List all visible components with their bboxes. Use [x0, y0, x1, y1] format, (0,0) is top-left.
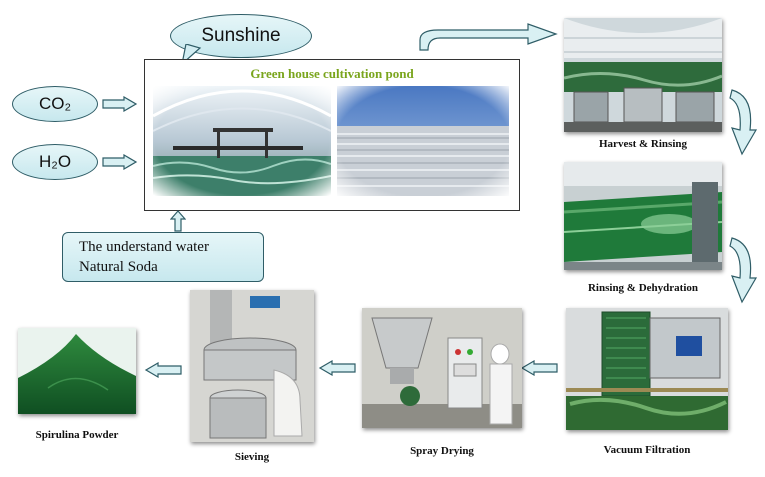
sieving-to-powder-arrow — [144, 362, 182, 378]
greenhouse-interior-photo — [153, 86, 331, 196]
water-label: The understand water — [79, 239, 209, 255]
co2-label: CO₂ — [38, 94, 72, 113]
harvest-to-rinsing-arrow — [729, 89, 758, 156]
co2-arrow — [102, 96, 138, 112]
water-up-arrow — [170, 210, 186, 232]
rinsing-caption: Rinsing & Dehydration — [587, 282, 699, 294]
rinsing-dehydration-photo — [564, 162, 722, 270]
h2o-label: H₂O — [38, 152, 72, 171]
vacuum-filtration-photo — [566, 308, 728, 430]
sieving-photo — [190, 290, 314, 442]
sunshine-label: Sunshine — [201, 25, 281, 46]
powder-caption: Spirulina Powder — [35, 429, 119, 441]
pond-to-harvest-arrow — [419, 23, 558, 51]
greenhouse-exterior-photo — [337, 86, 509, 196]
co2-bubble: CO₂ — [12, 86, 98, 122]
h2o-bubble: H₂O — [12, 144, 98, 180]
spray-drying-photo — [362, 308, 522, 428]
spray-to-sieving-arrow — [318, 360, 356, 376]
spray-caption: Spray Drying — [410, 445, 474, 457]
harvest-caption: Harvest & Rinsing — [599, 138, 687, 150]
pond-title: Green house cultivation pond — [250, 66, 414, 81]
h2o-arrow — [102, 154, 138, 170]
spirulina-powder-photo — [18, 328, 136, 414]
sieving-caption: Sieving — [234, 451, 270, 463]
vacuum-caption: Vacuum Filtration — [603, 444, 691, 456]
soda-label: Natural Soda — [79, 259, 158, 275]
cultivation-pond-box: Green house cultivation pond — [144, 59, 520, 211]
water-soda-box: The understand water Natural Soda — [62, 232, 264, 282]
harvest-rinsing-photo — [564, 18, 722, 132]
rinsing-to-vacuum-arrow — [729, 237, 758, 304]
vacuum-to-spray-arrow — [520, 360, 558, 376]
